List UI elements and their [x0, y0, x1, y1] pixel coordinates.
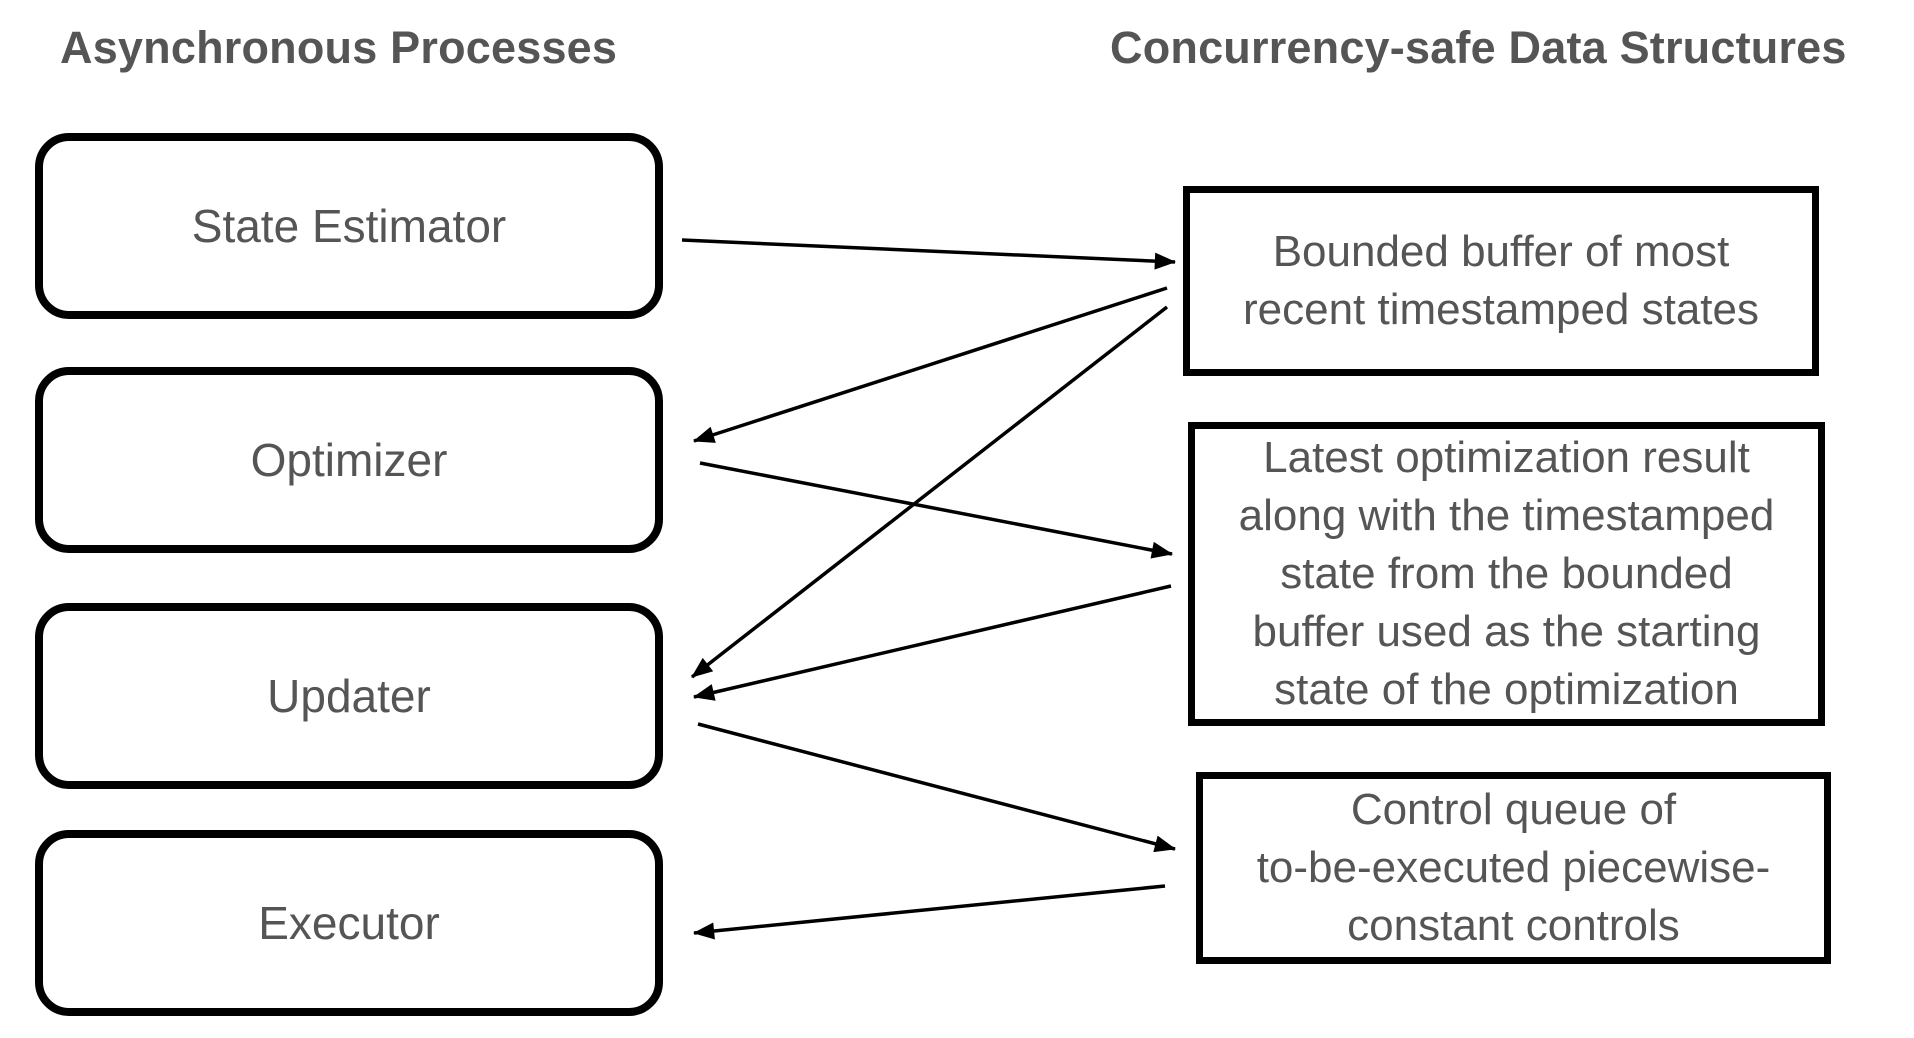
data-state-buffer: Bounded buffer of most recent timestampe…	[1183, 186, 1819, 376]
data-control-queue-line: to-be-executed piecewise-	[1256, 843, 1771, 892]
arrow-buffer-to-optimizer	[692, 286, 1168, 443]
data-optimization-result-line: Latest optimization result	[1263, 433, 1750, 482]
heading-asynchronous-processes: Asynchronous Processes	[60, 22, 618, 73]
data-state-buffer-line: Bounded buffer of most	[1272, 227, 1730, 276]
arrow-updater-to-control-queue	[697, 722, 1177, 853]
process-executor-label: Executor	[258, 897, 440, 949]
process-state-estimator: State Estimator	[35, 133, 663, 319]
arrow-optimizer-to-result	[699, 461, 1174, 559]
heading-concurrency-safe-data-structures: Concurrency-safe Data Structures	[1110, 22, 1847, 73]
data-optimization-result: Latest optimization result along with th…	[1188, 422, 1825, 726]
process-optimizer-label: Optimizer	[250, 434, 448, 486]
data-control-queue-line: Control queue of	[1350, 785, 1677, 834]
arrow-buffer-to-updater	[690, 305, 1169, 679]
arrow-state-estimator-to-buffer	[681, 238, 1177, 270]
process-updater-label: Updater	[267, 670, 431, 722]
arrow-result-to-updater	[692, 584, 1172, 701]
data-control-queue: Control queue of to-be-executed piecewis…	[1196, 772, 1831, 964]
data-state-buffer-line: recent timestamped states	[1242, 285, 1759, 334]
data-control-queue-line: constant controls	[1347, 901, 1680, 950]
data-optimization-result-line: buffer used as the starting	[1252, 607, 1761, 656]
process-state-estimator-label: State Estimator	[191, 200, 507, 252]
data-optimization-result-line: along with the timestamped	[1238, 491, 1775, 540]
process-executor: Executor	[35, 830, 663, 1016]
process-optimizer: Optimizer	[35, 367, 663, 553]
data-optimization-result-line: state of the optimization	[1274, 665, 1739, 714]
arrow-control-queue-to-executor	[692, 884, 1166, 940]
process-updater: Updater	[35, 603, 663, 789]
data-optimization-result-line: state from the bounded	[1280, 549, 1733, 598]
